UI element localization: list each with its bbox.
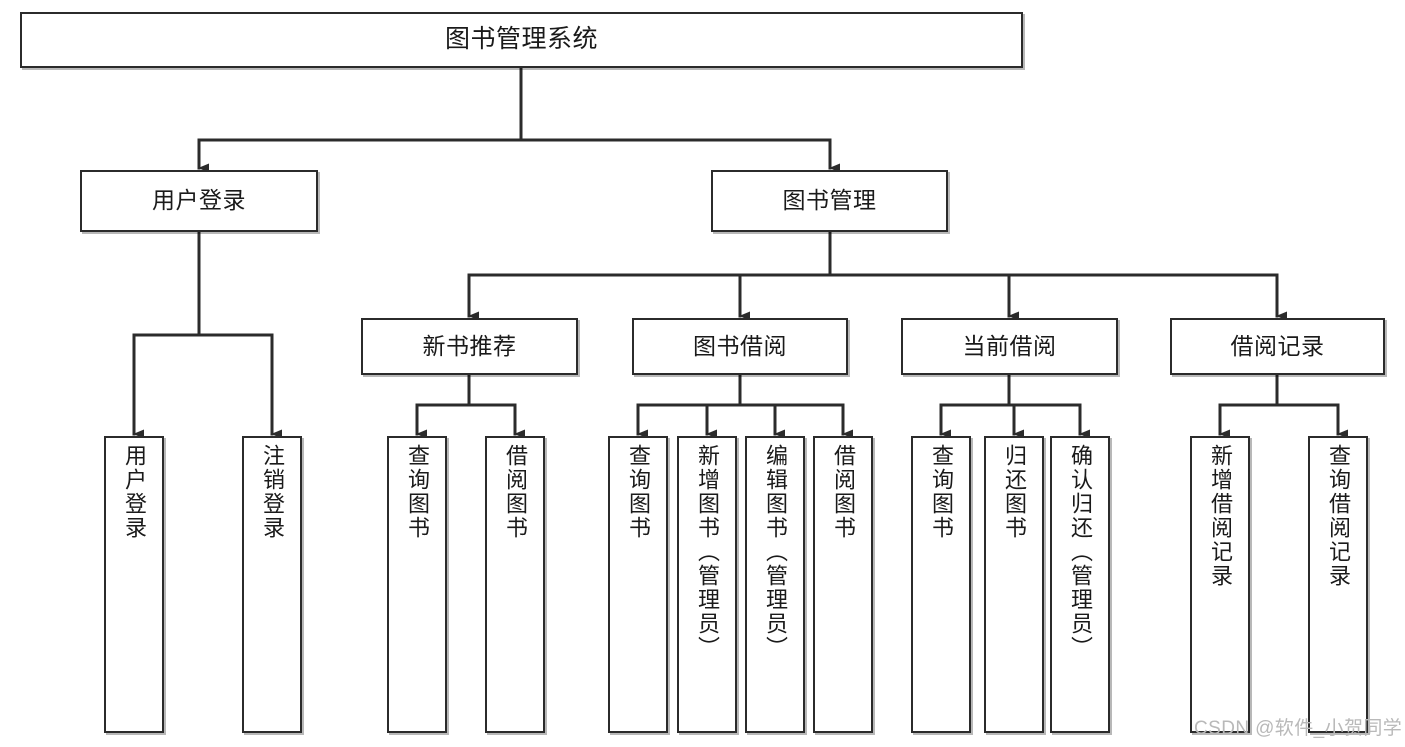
node-new-book-recommend[interactable]: 新书推荐 xyxy=(361,318,578,375)
node-borrow-record-label: 借阅记录 xyxy=(1230,332,1325,359)
node-root-label: 图书管理系统 xyxy=(444,25,598,54)
node-book-borrow-label: 图书借阅 xyxy=(693,332,787,359)
node-borrow-record[interactable]: 借阅记录 xyxy=(1170,318,1385,375)
leaf-return-book[interactable]: 归还图书 xyxy=(984,436,1044,733)
leaf-add-book-label: 新增图书（管理员） xyxy=(695,444,720,660)
leaf-edit-book[interactable]: 编辑图书（管理员） xyxy=(745,436,805,733)
leaf-user-login[interactable]: 用户登录 xyxy=(104,436,164,733)
leaf-add-book[interactable]: 新增图书（管理员） xyxy=(677,436,737,733)
leaf-logout-label: 注销登录 xyxy=(260,444,285,540)
leaf-user-login-label: 用户登录 xyxy=(122,444,147,540)
leaf-query-book-2-label: 查询图书 xyxy=(626,444,651,540)
leaf-add-borrow-record-label: 新增借阅记录 xyxy=(1208,444,1233,588)
watermark: CSDN @软件_小贺同学 xyxy=(1194,718,1403,739)
leaf-borrow-book-2[interactable]: 借阅图书 xyxy=(813,436,873,733)
leaf-borrow-book-1-label: 借阅图书 xyxy=(503,444,528,540)
node-book-borrow[interactable]: 图书借阅 xyxy=(632,318,848,375)
leaf-confirm-return-label: 确认归还（管理员） xyxy=(1068,444,1093,660)
node-current-borrow[interactable]: 当前借阅 xyxy=(901,318,1118,375)
node-new-book-recommend-label: 新书推荐 xyxy=(422,332,517,359)
node-user-login-label: 用户登录 xyxy=(152,187,246,214)
leaf-confirm-return[interactable]: 确认归还（管理员） xyxy=(1050,436,1110,733)
node-user-login[interactable]: 用户登录 xyxy=(80,170,318,232)
leaf-borrow-book-2-label: 借阅图书 xyxy=(831,444,856,540)
node-book-manage[interactable]: 图书管理 xyxy=(711,170,948,232)
leaf-query-book-3[interactable]: 查询图书 xyxy=(911,436,971,733)
leaf-query-book-1[interactable]: 查询图书 xyxy=(387,436,447,733)
leaf-query-borrow-record-label: 查询借阅记录 xyxy=(1326,444,1351,588)
leaf-borrow-book-1[interactable]: 借阅图书 xyxy=(485,436,545,733)
leaf-return-book-label: 归还图书 xyxy=(1002,444,1027,540)
leaf-edit-book-label: 编辑图书（管理员） xyxy=(763,444,788,660)
node-current-borrow-label: 当前借阅 xyxy=(962,332,1057,359)
node-book-manage-label: 图书管理 xyxy=(782,187,877,214)
leaf-logout[interactable]: 注销登录 xyxy=(242,436,302,733)
leaf-query-borrow-record[interactable]: 查询借阅记录 xyxy=(1308,436,1368,733)
leaf-query-book-3-label: 查询图书 xyxy=(929,444,954,540)
leaf-add-borrow-record[interactable]: 新增借阅记录 xyxy=(1190,436,1250,733)
leaf-query-book-2[interactable]: 查询图书 xyxy=(608,436,668,733)
leaf-query-book-1-label: 查询图书 xyxy=(405,444,430,540)
node-root[interactable]: 图书管理系统 xyxy=(20,12,1023,68)
